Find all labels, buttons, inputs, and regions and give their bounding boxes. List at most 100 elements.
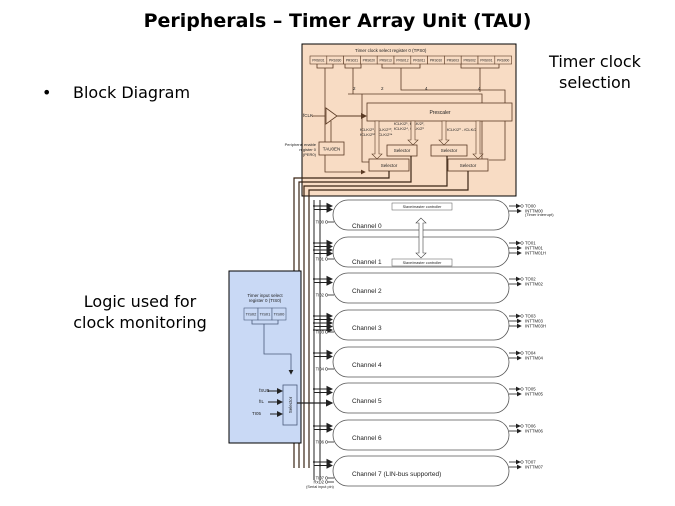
interrupt-label: INTTM03H: [525, 324, 546, 329]
channel-block: [332, 382, 510, 414]
channel-name: Channel 3: [352, 325, 382, 332]
interrupt-label: INTTM05: [525, 392, 544, 397]
ti-pin-label: TI01: [316, 257, 325, 262]
ti-pin-icon: [324, 330, 329, 334]
tps0-bit-label: PRS010: [430, 59, 442, 63]
ti-pin-label: TI06: [316, 440, 325, 445]
to-pin-label: TO05: [525, 387, 536, 392]
tau0en-bit: [318, 141, 345, 156]
interrupt-label: INTTM06: [525, 429, 544, 434]
annotation-line: Logic used for: [83, 292, 197, 311]
tps0-bit-label: PRS000: [497, 59, 509, 63]
to-pin-icon: [520, 277, 524, 281]
tps0-bit-label: PRS001: [480, 59, 492, 63]
tis0-bit-label: TIS00: [274, 312, 285, 317]
to-pin-icon: [520, 387, 524, 391]
tps0-bit-label: PRS011: [413, 59, 425, 63]
ti-pin-icon: [324, 440, 329, 444]
to-pin-icon: [520, 204, 524, 208]
ti-pin-icon: [324, 220, 329, 224]
freq-label: fCLK/2¹, fCLK/2²,fCLK/2⁴, fCLK/2⁶: [394, 121, 424, 131]
fil-label: fIL: [259, 399, 265, 404]
selector-label: Selector: [441, 148, 458, 153]
annotation-line: clock monitoring: [73, 313, 207, 332]
tps0-bit-label: PRS031: [312, 59, 324, 63]
selector-block: [386, 144, 418, 157]
bus-width-label: 4: [478, 86, 481, 91]
annotation-clock-monitoring: Logic used for clock monitoring: [60, 291, 220, 333]
tps0-bit-label: PRS003: [447, 59, 459, 63]
tps0-bit-label: PRS012: [396, 59, 408, 63]
ti-pin-icon: [324, 476, 329, 480]
ti-pin-icon: [324, 257, 329, 261]
interrupt-note: (Timer interrupt): [525, 212, 554, 217]
interrupt-label: INTTM04: [525, 356, 544, 361]
annotation-timer-clock-selection: Timer clock selection: [530, 51, 660, 93]
to-pin-icon: [520, 460, 524, 464]
to-pin-icon: [520, 241, 524, 245]
to-pin-icon: [520, 351, 524, 355]
to-pin-label: TO06: [525, 424, 536, 429]
controller-label: Slave/master controller: [403, 261, 443, 265]
bus-width-label: 2: [381, 86, 384, 91]
bus-width-label: 4: [425, 86, 428, 91]
slave-master-controller: [391, 258, 453, 267]
to-pin-label: TO07: [525, 460, 536, 465]
ti-pin-label: TI04: [316, 367, 325, 372]
channel-block: [332, 272, 510, 304]
bullet-block-diagram: Block Diagram: [73, 83, 191, 102]
controller-label: Slave/master controller: [403, 205, 443, 209]
to-pin-label: TO02: [525, 277, 536, 282]
channel-7: Channel 7 (LIN-bus supported)TI07RxD2(Se…: [306, 455, 544, 489]
tps0-bit-label: PRS020: [363, 59, 375, 63]
bus-width-label: 2: [353, 86, 356, 91]
interrupt-label: INTTM03: [525, 319, 544, 324]
ti-pin-icon: [324, 367, 329, 371]
ti05-label: TI05: [252, 411, 262, 416]
selector-block: [430, 144, 468, 157]
channel-name: Channel 7 (LIN-bus supported): [352, 471, 441, 478]
tis0-bit-label: TIS02: [246, 312, 257, 317]
to-pin-label: TO01: [525, 241, 536, 246]
tis0-bit: [271, 307, 287, 321]
fclk-label: fCLK: [303, 113, 313, 118]
to-pin-icon: [520, 314, 524, 318]
channel-name: Channel 2: [352, 288, 382, 295]
ti-pin-label: TI00: [316, 220, 325, 225]
interrupt-label: INTTM01: [525, 246, 544, 251]
clock-wires: [316, 64, 506, 175]
ti-pin-label: TI07: [316, 476, 325, 481]
channel-name: Channel 6: [352, 435, 382, 442]
channel-block: [332, 346, 510, 378]
to-pin-label: TO00: [525, 204, 536, 209]
annotation-line: selection: [559, 73, 631, 92]
selector-label: Selector: [394, 148, 411, 153]
tps0-bit-label: PRS002: [463, 59, 475, 63]
tis0-bit-label: TIS01: [260, 312, 271, 317]
freq-label: fCLK/2⁰ - fCLK/2ⁱ⁵: [447, 126, 479, 132]
channel-block: [332, 455, 510, 487]
slave-master-controller: [391, 202, 453, 211]
tps0-title: Timer clock select register 0 (TPS0): [355, 48, 427, 53]
interrupt-label: INTTM00: [525, 209, 544, 214]
tau0en-label: TAU0EN: [323, 147, 340, 152]
ti-pin-label: TI02: [316, 293, 325, 298]
slide-title: Peripherals – Timer Array Unit (TAU): [143, 10, 532, 32]
ti-pin-icon: [324, 293, 329, 297]
clock-gate-buffer: [325, 107, 338, 125]
serial-input-label: (Serial input pin): [306, 485, 334, 489]
to-pin-icon: [520, 424, 524, 428]
annotation-line: Timer clock: [549, 52, 641, 71]
interrupt-label: INTTM02: [525, 282, 544, 287]
channel-block: [332, 419, 510, 451]
